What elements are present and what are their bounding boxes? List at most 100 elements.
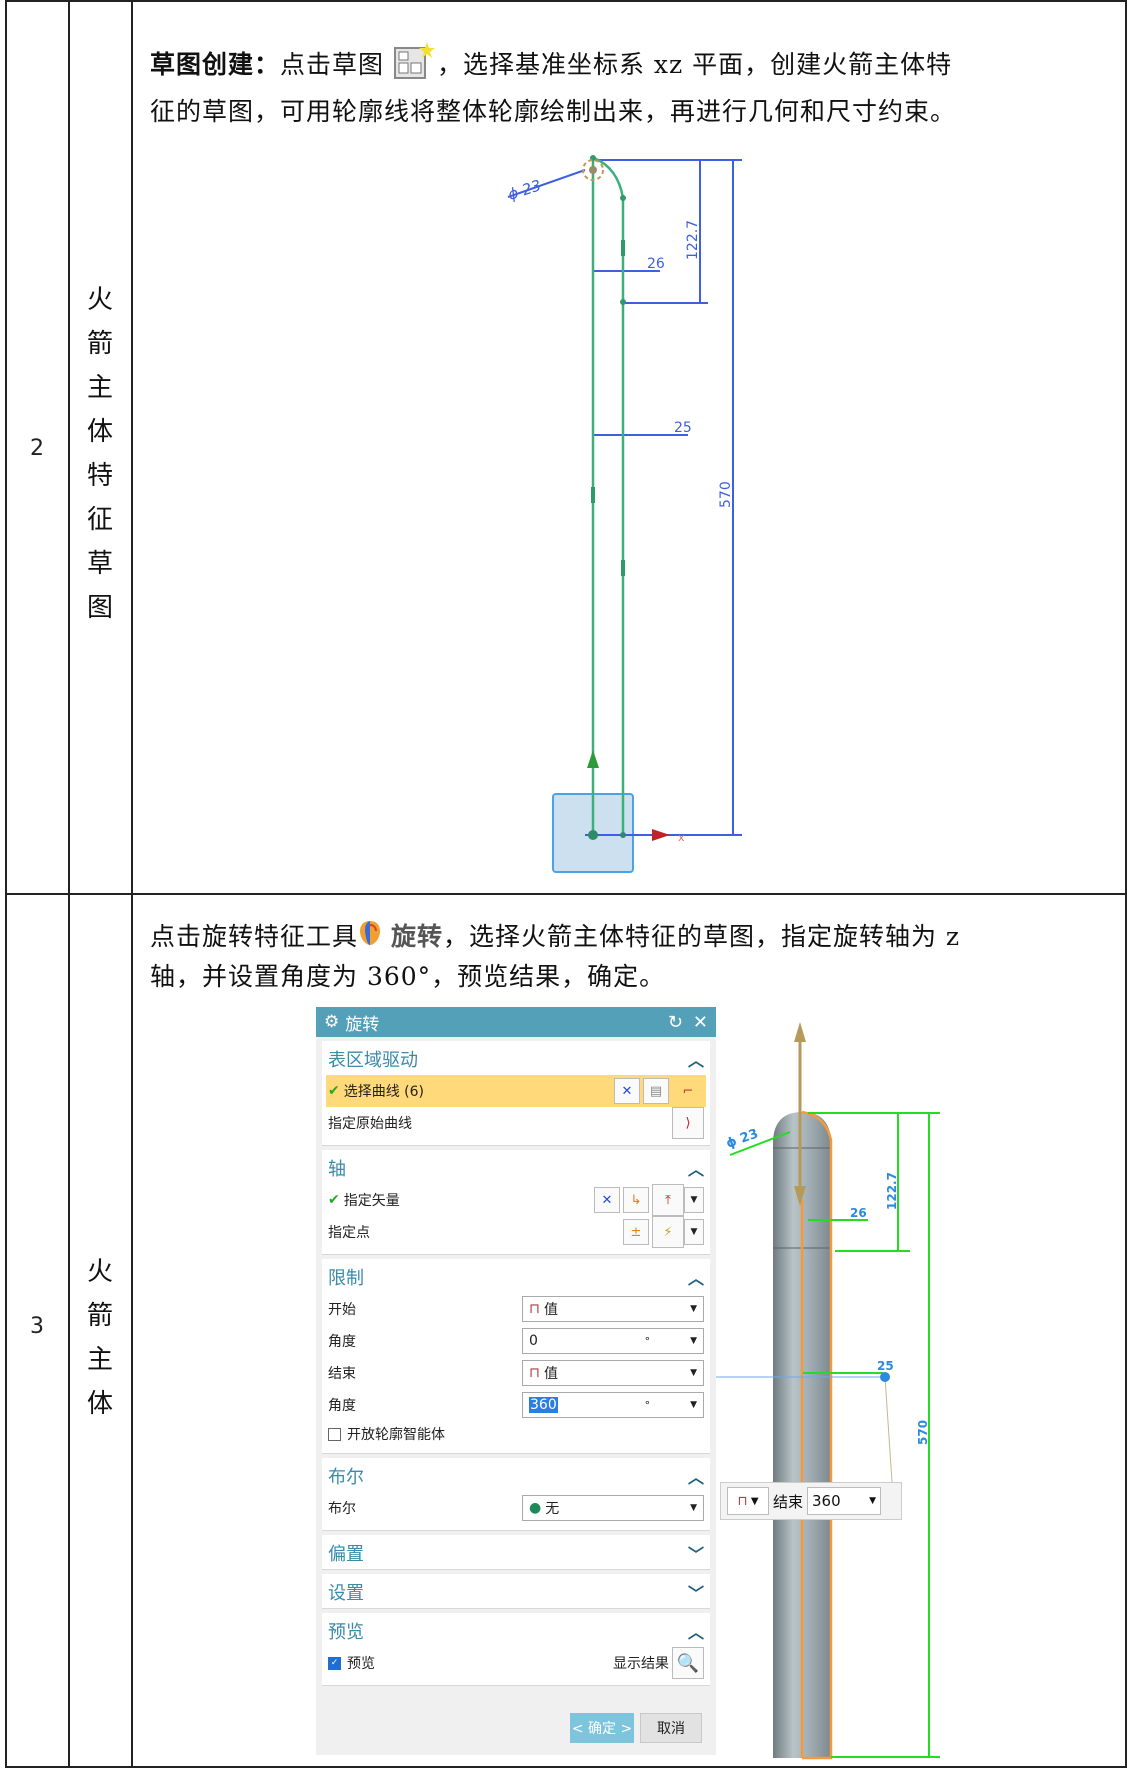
group-header[interactable]: 布尔 ︿ — [328, 1460, 704, 1492]
gear-icon: ⚙ — [324, 1012, 340, 1032]
diameter-dimension: ϕ 23 — [506, 176, 544, 204]
step-label-char: 体 — [86, 417, 113, 447]
chevron-down-icon: ▼ — [690, 1336, 697, 1346]
check-icon: ✔ — [328, 1192, 340, 1208]
section-group: 表区域驱动 ︿ ✔ 选择曲线 (6) ✕ ▤ ⌐ 指定原始曲线 ⟩ — [322, 1041, 710, 1146]
step-label-char: 主 — [86, 373, 113, 403]
step-label-char: 图 — [86, 593, 113, 623]
step-label-char: 箭 — [86, 1301, 113, 1331]
arc-center-marker — [582, 159, 604, 181]
step-label-char: 体 — [86, 1389, 113, 1419]
point-dropdown[interactable]: ▼ — [684, 1219, 704, 1245]
group-header[interactable]: 限制 ︿ — [328, 1261, 704, 1293]
curve-select-icon[interactable]: ⟩ — [672, 1107, 704, 1139]
group-header[interactable]: 设置 ﹀ — [328, 1576, 704, 1608]
end-select[interactable]: ⊓ 值 ▼ — [522, 1360, 704, 1386]
value-icon: ⊓ — [529, 1301, 540, 1317]
step-label-char: 特 — [86, 461, 113, 491]
group-header[interactable]: 轴 ︿ — [328, 1152, 704, 1184]
select-curve-row[interactable]: ✔ 选择曲线 (6) ✕ ▤ ⌐ — [326, 1075, 706, 1107]
chevron-down-icon[interactable]: ﹀ — [687, 1545, 704, 1564]
offset-group: 偏置 ﹀ — [322, 1535, 710, 1570]
preview-row: ✓ 预览 显示结果 🔍 — [328, 1647, 704, 1679]
dialog-title-bar: ⚙ 旋转 ↻ ✕ — [316, 1007, 716, 1037]
diameter-dimension: ϕ 23 — [724, 1126, 760, 1151]
start-select[interactable]: ⊓ 值 ▼ — [522, 1296, 704, 1322]
svg-text:x: x — [678, 831, 685, 844]
preview-checkbox[interactable]: ✓ — [328, 1656, 341, 1670]
step-label: 火箭主体 — [70, 1250, 130, 1426]
original-curve-row[interactable]: 指定原始曲线 ⟩ — [328, 1107, 704, 1139]
step-description: 点击旋转特征工具 旋转，选择火箭主体特征的草图，指定旋转轴为 z 轴，并设置角度… — [150, 918, 1120, 996]
boolean-select[interactable]: ● 无 ▼ — [522, 1495, 704, 1521]
dialog-footer: < 确定 > 取消 — [570, 1713, 702, 1743]
limit-type-dropdown[interactable]: ⊓ ▼ — [727, 1487, 769, 1515]
step-number: 2 — [30, 436, 44, 461]
step-label-char: 火 — [86, 285, 113, 315]
draw-section-icon[interactable]: ⌐ — [672, 1075, 704, 1107]
step-label-char: 征 — [86, 505, 113, 535]
dimension-122-7: 122.7 — [885, 1172, 899, 1210]
dimension-570: 570 — [718, 481, 734, 508]
chevron-up-icon[interactable]: ︿ — [687, 1160, 704, 1179]
drag-handle[interactable] — [880, 1372, 890, 1382]
chevron-up-icon[interactable]: ︿ — [687, 1623, 704, 1642]
open-profile-row[interactable]: 开放轮廓智能体 — [328, 1421, 704, 1447]
step-description: 草图创建：点击草图 ，选择基准坐标系 xz 平面，创建火箭主体特 征的草图，可用… — [150, 40, 1120, 131]
on-screen-input-box: ⊓ ▼ 结束 360 ▼ — [720, 1482, 902, 1520]
start-row: 开始 ⊓ 值 ▼ — [328, 1293, 704, 1325]
group-header[interactable]: 表区域驱动 ︿ — [328, 1043, 704, 1075]
ok-button[interactable]: < 确定 > — [570, 1713, 634, 1743]
group-header[interactable]: 预览 ︿ — [328, 1615, 704, 1647]
specify-vector-row[interactable]: ✔ 指定矢量 ✕ ↳ ⤒ ▼ — [328, 1184, 704, 1216]
column-divider — [68, 0, 70, 1766]
chevron-up-icon[interactable]: ︿ — [687, 1468, 704, 1487]
step-number: 3 — [30, 1314, 44, 1339]
preview-group: 预览 ︿ ✓ 预览 显示结果 🔍 — [322, 1613, 710, 1686]
section-edge — [800, 1110, 833, 1760]
group-header[interactable]: 偏置 ﹀ — [328, 1537, 704, 1569]
curve-rule-icon[interactable]: ✕ — [614, 1078, 640, 1104]
step-label-char: 主 — [86, 1345, 113, 1375]
sketch-section-icon[interactable]: ▤ — [643, 1078, 669, 1104]
start-angle-input[interactable]: 0 ° ▼ — [522, 1328, 704, 1354]
end-angle-onscreen-input[interactable]: 360 ▼ — [807, 1487, 882, 1515]
chevron-down-icon: ▼ — [869, 1496, 877, 1506]
chevron-down-icon: ▼ — [690, 1304, 697, 1314]
cancel-button[interactable]: 取消 — [640, 1713, 702, 1743]
rotation-axis-vector — [794, 1022, 806, 1206]
show-result-button[interactable]: 🔍 — [672, 1647, 704, 1679]
step-label-char: 草 — [86, 549, 113, 579]
open-profile-checkbox[interactable] — [328, 1427, 341, 1441]
boolean-none-icon: ● — [529, 1500, 542, 1516]
axis-group: 轴 ︿ ✔ 指定矢量 ✕ ↳ ⤒ ▼ 指定点 ± ⚡ ▼ — [322, 1150, 710, 1255]
close-icon[interactable]: ✕ — [692, 1011, 708, 1033]
inferred-vector-icon[interactable]: ⤒ — [652, 1184, 684, 1216]
chevron-up-icon[interactable]: ︿ — [687, 1051, 704, 1070]
chevron-up-icon[interactable]: ︿ — [687, 1269, 704, 1288]
value-icon: ⊓ — [529, 1365, 540, 1381]
row-divider — [7, 893, 1125, 895]
inferred-point-icon[interactable]: ⚡ — [652, 1216, 684, 1248]
x-axis-arrow — [652, 829, 670, 841]
step-label-char: 箭 — [86, 329, 113, 359]
boolean-group: 布尔 ︿ 布尔 ● 无 ▼ — [322, 1458, 710, 1531]
z-axis-arrow — [587, 750, 599, 768]
dimension-570: 570 — [916, 1420, 930, 1445]
dimension-26: 26 — [850, 1206, 867, 1220]
rocket-sketch: x ϕ 23 26 122.7 25 570 — [506, 155, 742, 873]
chevron-down-icon[interactable]: ﹀ — [687, 1584, 704, 1603]
revolve-label: 旋转 — [390, 922, 443, 951]
vector-dialog-icon[interactable]: ↳ — [623, 1187, 649, 1213]
specify-point-row[interactable]: 指定点 ± ⚡ ▼ — [328, 1216, 704, 1248]
point-dialog-icon[interactable]: ± — [623, 1219, 649, 1245]
reset-icon[interactable]: ↻ — [667, 1011, 683, 1033]
chevron-down-icon: ▼ — [690, 1503, 697, 1513]
rocket-3d-preview: ϕ 23 26 122.7 25 570 — [716, 1022, 940, 1760]
end-angle-input[interactable]: 360 ° ▼ — [522, 1392, 704, 1418]
column-divider — [131, 0, 133, 1766]
vector-dropdown[interactable]: ▼ — [684, 1187, 704, 1213]
chevron-down-icon: ▼ — [690, 1368, 697, 1378]
limits-group: 限制 ︿ 开始 ⊓ 值 ▼ 角度 0 ° ▼ 结束 ⊓ 值 ▼ — [322, 1259, 710, 1454]
reverse-direction-icon[interactable]: ✕ — [594, 1187, 620, 1213]
